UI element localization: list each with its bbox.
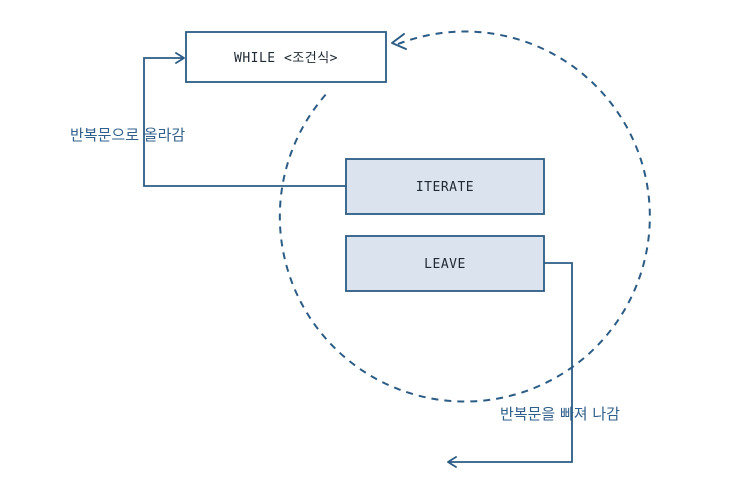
leave-box: LEAVE	[345, 235, 545, 292]
while-box-label: WHILE <조건식>	[234, 51, 338, 66]
iterate-box: ITERATE	[345, 158, 545, 215]
leave-exit-arrow	[447, 262, 573, 468]
exit-label: 반복문을 빠져 나감	[500, 405, 620, 423]
iterate-back-arrow	[143, 52, 346, 187]
loop-arrowhead-icon	[391, 33, 407, 50]
leave-box-label: LEAVE	[424, 257, 466, 272]
while-box: WHILE <조건식>	[185, 31, 387, 83]
loop-dashed-circle	[278, 30, 651, 403]
iterate-box-label: ITERATE	[416, 180, 474, 195]
go-back-label: 반복문으로 올라감	[70, 126, 185, 144]
